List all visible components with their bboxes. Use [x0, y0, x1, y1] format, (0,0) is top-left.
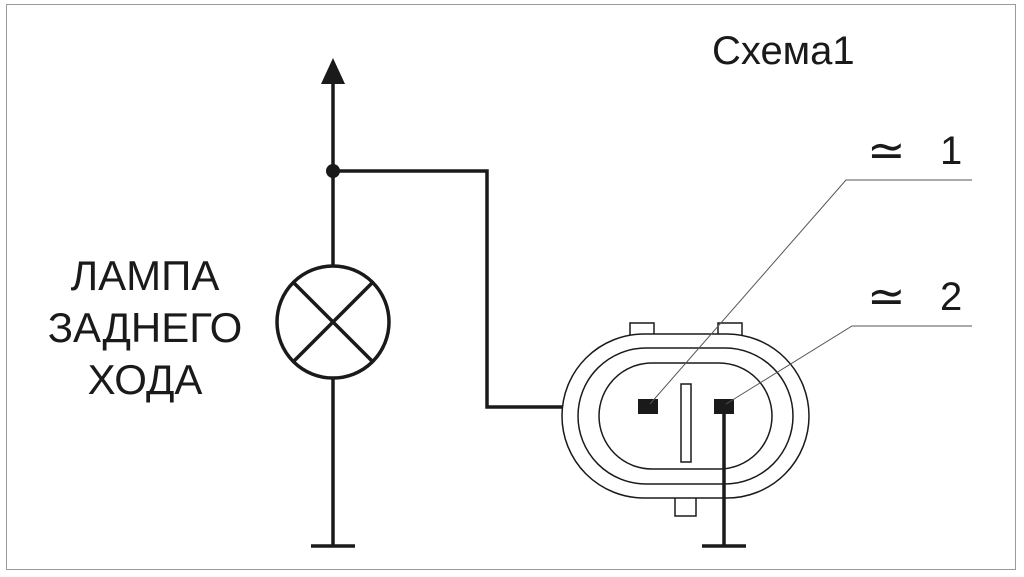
- lamp-label-line1: ЛАМПА: [71, 252, 220, 299]
- pin1-number: 1: [940, 129, 962, 173]
- lamp-label-line2: ЗАДНЕГО: [48, 304, 243, 351]
- pin2-terminal: [714, 399, 734, 414]
- supply-arrow-icon: [321, 58, 345, 84]
- pin2-number: 2: [940, 275, 962, 319]
- lamp-icon: [275, 264, 391, 380]
- lamp-label-line3: ХОДА: [88, 356, 203, 403]
- connector: [561, 322, 810, 517]
- pin2-leader-line: [725, 325, 972, 405]
- scheme-title: Схема1: [712, 29, 855, 73]
- pin1-terminal: [638, 399, 658, 414]
- diagram-frame: [6, 4, 1016, 570]
- pin1-leader-line: [649, 179, 972, 405]
- pin2-ac-symbol: ≃: [867, 270, 906, 322]
- pin1-ac-symbol: ≃: [867, 124, 906, 176]
